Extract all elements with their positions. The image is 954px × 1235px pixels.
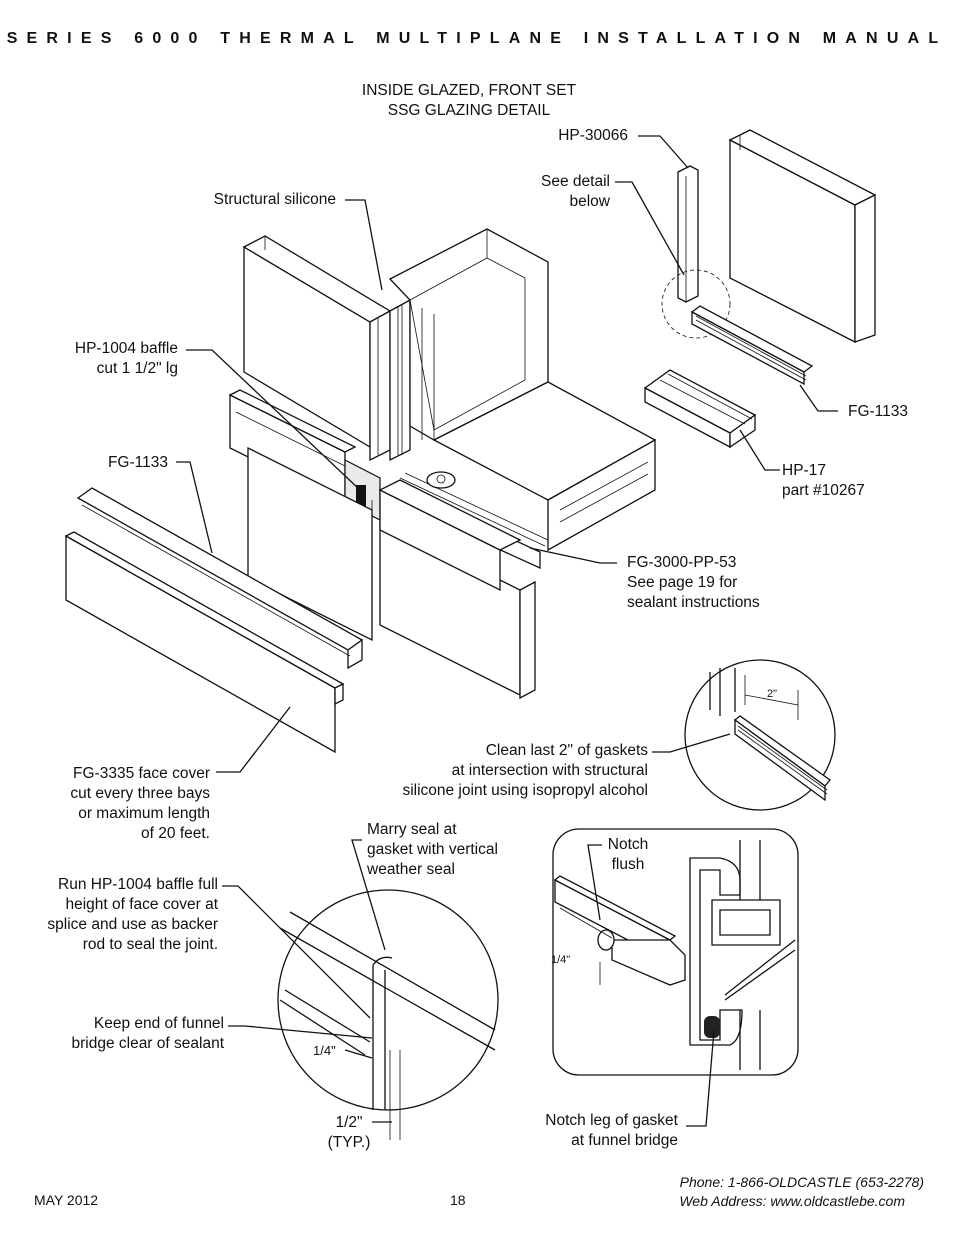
- clean-line2: at intersection with structural: [451, 762, 648, 779]
- label-hp30066: HP-30066: [558, 127, 628, 144]
- notch-leg-line1: Notch leg of gasket: [545, 1112, 678, 1129]
- label-see-detail: See detail below: [510, 172, 610, 212]
- hp1004-line1: HP-1004 baffle: [74, 340, 178, 357]
- detail-title-line2: SSG GLAZING DETAIL: [387, 102, 551, 119]
- notch-detail: [552, 828, 799, 1127]
- main-assembly-drawing: [228, 228, 657, 700]
- label-fg3000: FG-3000-PP-53 See page 19 for sealant in…: [627, 553, 760, 613]
- fg3000-line3: sealant instructions: [627, 594, 760, 611]
- gasket-left-drawing: [76, 487, 364, 670]
- footer-page-number: 18: [450, 1192, 466, 1208]
- hp1004-line2: cut 1 1/2" lg: [96, 360, 178, 377]
- marry-line1: Marry seal at: [367, 821, 457, 838]
- fg1133-right-gasket: [690, 305, 814, 386]
- label-fg1133-right: FG-1133: [848, 403, 909, 420]
- detail-title: INSIDE GLAZED, FRONT SET SSG GLAZING DET…: [340, 81, 598, 121]
- marry-line3: weather seal: [367, 861, 455, 878]
- clean-line1: Clean last 2" of gaskets: [485, 742, 648, 759]
- hp17-line1: HP-17: [782, 462, 826, 479]
- fg3335-line1: FG-3335 face cover: [73, 765, 210, 782]
- label-fg1133-left: FG-1133: [107, 454, 168, 471]
- notch-line1: Notch: [607, 836, 649, 853]
- clean-detail-circle: [652, 659, 836, 811]
- label-half-inch: 1/2" (TYP.): [318, 1113, 380, 1153]
- hp17-line2: part #10267: [782, 482, 865, 499]
- label-marry-seal: Marry seal at gasket with vertical weath…: [367, 820, 498, 880]
- label-fg3335: FG-3335 face cover cut every three bays …: [20, 764, 210, 844]
- see-detail-line2: below: [569, 193, 611, 210]
- fg3335-line3: or maximum length: [78, 805, 210, 822]
- clean-line3: silicone joint using isopropyl alcohol: [402, 782, 648, 799]
- label-run-hp1004: Run HP-1004 baffle full height of face c…: [20, 875, 218, 955]
- fg3000-line1: FG-3000-PP-53: [627, 554, 737, 571]
- notch-leg-line2: at funnel bridge: [571, 1132, 678, 1149]
- detail-title-line1: INSIDE GLAZED, FRONT SET: [361, 82, 577, 99]
- label-notch-leg: Notch leg of gasket at funnel bridge: [500, 1111, 678, 1151]
- see-detail-line1: See detail: [541, 173, 610, 190]
- mullion-face-2: [389, 298, 411, 462]
- label-hp17: HP-17 part #10267: [782, 461, 865, 501]
- face-cover-drawing: [64, 531, 345, 754]
- hp17-block: [643, 369, 757, 449]
- detail-circle: [661, 269, 731, 339]
- footer-phone: Phone: 1-866-OLDCASTLE (653-2278): [679, 1174, 924, 1190]
- run-line2: height of face cover at: [65, 896, 218, 913]
- half-inch-typ: (TYP.): [327, 1134, 371, 1151]
- label-quarter-inch-right: 1/4": [551, 954, 571, 966]
- run-line3: splice and use as backer: [47, 916, 218, 933]
- mullion-face: [369, 309, 391, 462]
- half-inch-value: 1/2": [335, 1114, 363, 1131]
- label-two-inch: 2": [767, 688, 778, 700]
- label-structural-silicone: Structural silicone: [213, 191, 336, 208]
- label-keep-funnel: Keep end of funnel bridge clear of seala…: [20, 1014, 224, 1054]
- keep-line2: bridge clear of sealant: [71, 1035, 224, 1052]
- notch-line2: flush: [611, 856, 645, 873]
- label-notch-flush: Notch flush: [598, 835, 658, 875]
- keep-line1: Keep end of funnel: [93, 1015, 224, 1032]
- label-hp1004: HP-1004 baffle cut 1 1/2" lg: [40, 339, 178, 379]
- footer-date: MAY 2012: [34, 1192, 99, 1208]
- marry-seal-detail: [222, 839, 499, 1140]
- transom-face: [547, 438, 656, 552]
- fg3000-line2: See page 19 for: [627, 574, 738, 591]
- glass-unit-right: [728, 129, 877, 344]
- marry-line2: gasket with vertical: [367, 841, 498, 858]
- leader-lines-upper: [176, 135, 838, 773]
- label-quarter-inch-left: 1/4": [313, 1043, 336, 1058]
- fg3335-line4: of 20 feet.: [141, 825, 210, 842]
- fg3335-line2: cut every three bays: [70, 785, 210, 802]
- manual-title: SERIES 6000 THERMAL MULTIPLANE INSTALLAT…: [6, 30, 948, 47]
- footer-web-address: Web Address: www.oldcastlebe.com: [679, 1193, 905, 1209]
- label-clean-gaskets: Clean last 2" of gaskets at intersection…: [370, 741, 648, 801]
- run-line4: rod to seal the joint.: [82, 936, 218, 953]
- run-line1: Run HP-1004 baffle full: [58, 876, 218, 893]
- hp30066-spacer: [677, 165, 699, 303]
